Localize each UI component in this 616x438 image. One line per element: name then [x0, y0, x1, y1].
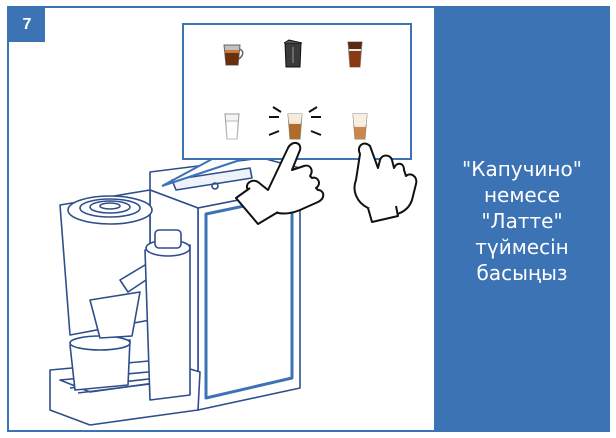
cappuccino-glass-icon	[288, 114, 302, 139]
milk-glass-icon	[225, 114, 239, 139]
milk-jug-button[interactable]	[284, 40, 302, 67]
macchiato-glass-icon	[348, 42, 362, 67]
latte-glass-icon	[353, 114, 367, 139]
milk-glass-button[interactable]	[225, 114, 239, 139]
milk-jug-icon	[284, 40, 302, 67]
latte-button[interactable]	[353, 114, 367, 139]
macchiato-button[interactable]	[348, 42, 362, 67]
